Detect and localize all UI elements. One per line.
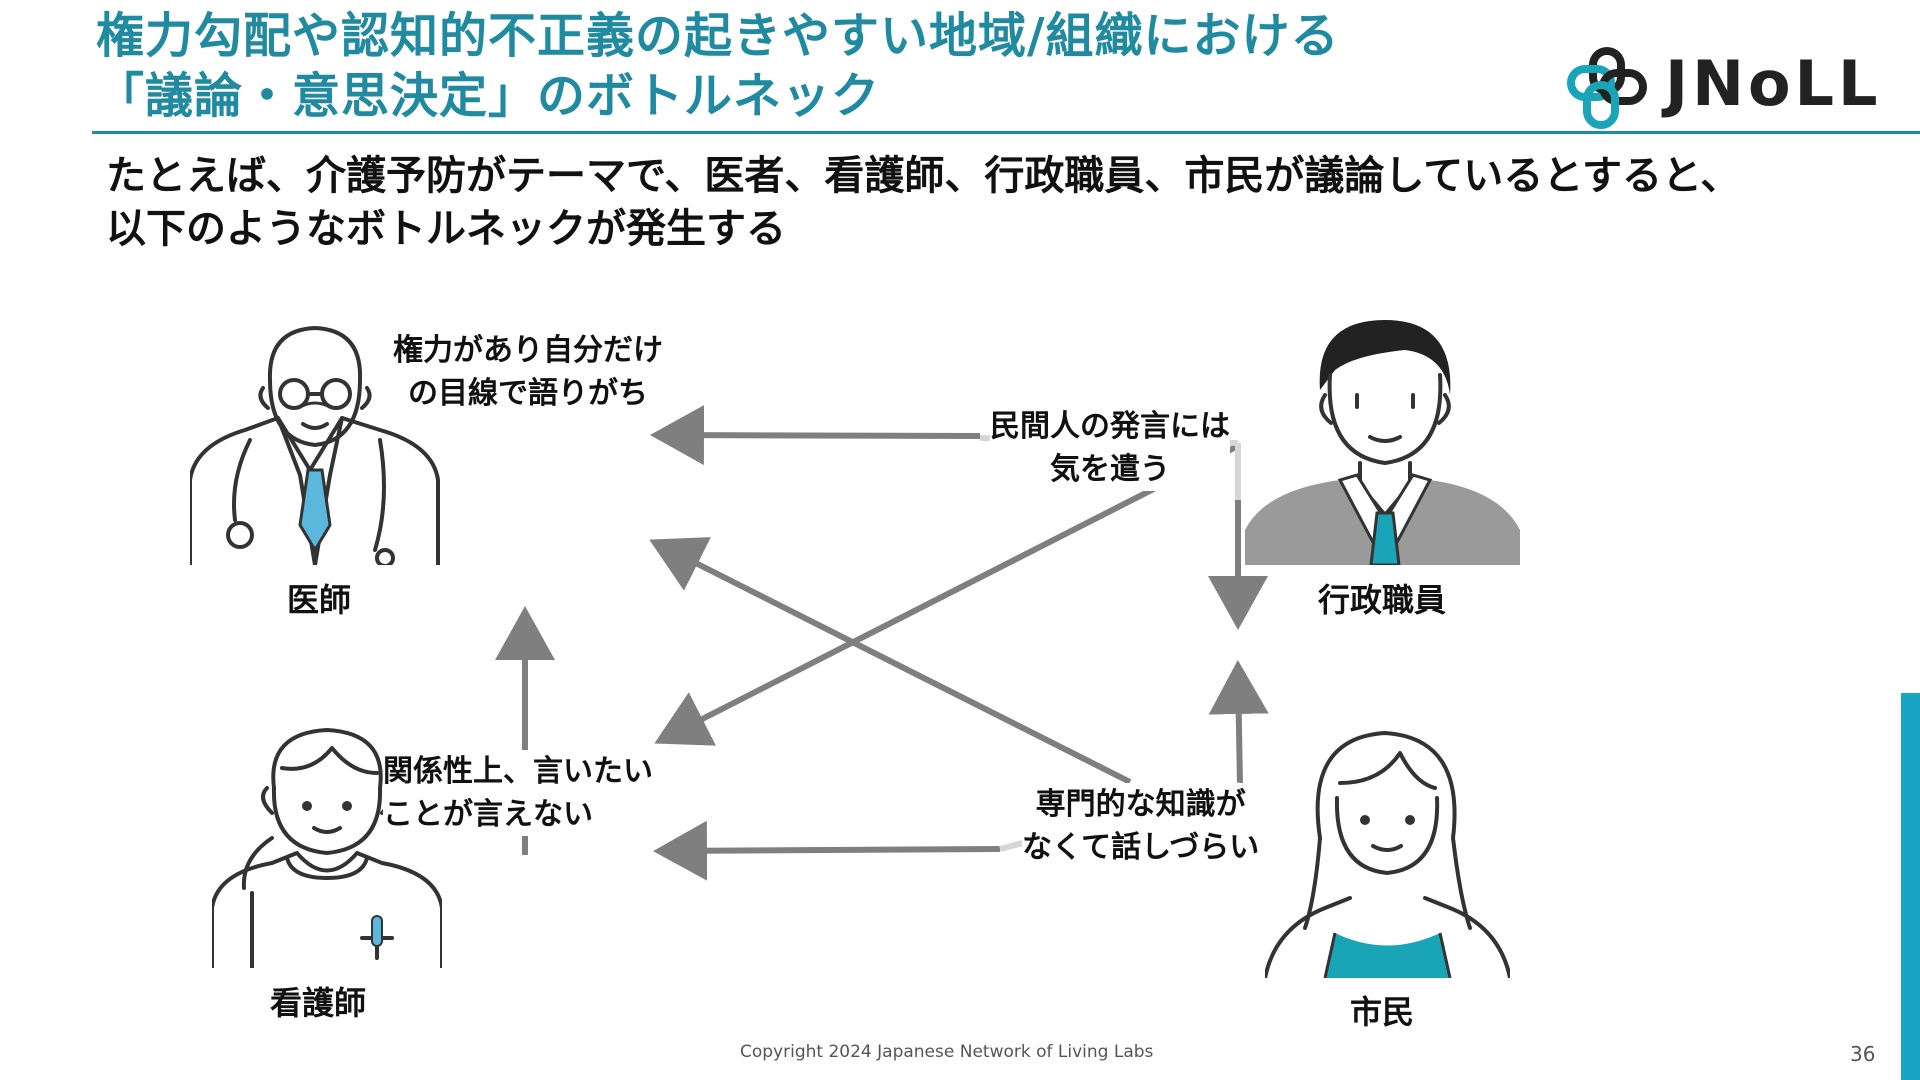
arrow-citizen-to-official [1208,660,1269,786]
slide-title-line2: 「議論・意思決定」のボトルネック [96,68,881,124]
official-note-line2: 気を遣う [1050,452,1170,487]
arrow-official-to-doctor [650,405,981,466]
citizen-note-line2: なくて話しづらい [1022,830,1260,865]
official-note-line1: 民間人の発言には [990,409,1230,444]
slide-title-line1: 権力勾配や認知的不正義の起きやすい地域/組織における [96,8,1340,64]
accent-side-bar [1901,693,1920,1080]
nurse-note: 関係性上、言いたい ことが言えない [383,750,653,836]
arrow-official-to-nurse [654,443,1240,746]
slide-subtitle-line2: 以下のようなボトルネックが発生する [106,206,786,252]
nurse-note-line2: ことが言えない [383,797,593,832]
arrow-citizen-to-doctor [649,537,1132,785]
official-illustration [1245,320,1520,565]
doctor-note-line1: 権力があり自分だけ [393,333,663,368]
doctor-note: 権力があり自分だけ の目線で語りがち [393,329,663,415]
doctor-illustration [190,326,440,565]
slide-title: 権力勾配や認知的不正義の起きやすい地域/組織における 「議論・意思決定」のボトル… [96,6,1340,126]
citizen-illustration [1265,731,1510,978]
official-label: 行政職員 [1317,581,1446,619]
doctor-note-line2: の目線で語りがち [408,376,648,411]
logo-text: JNoLL [1665,47,1882,120]
nurse-label: 看護師 [269,984,366,1022]
jnoll-logo: JNoLL [1565,45,1910,130]
arrow-citizen-to-nurse [653,820,1001,881]
nurse-illustration [212,728,442,968]
copyright-text: Copyright 2024 Japanese Network of Livin… [740,1042,1154,1062]
slide-subtitle-line1: たとえば、介護予防がテーマで、医者、看護師、行政職員、市民が議論しているとすると… [106,153,1741,199]
citizen-label: 市民 [1349,993,1414,1031]
official-note: 民間人の発言には 気を遣う [990,405,1230,491]
title-divider [92,131,1920,134]
page-number: 36 [1850,1042,1876,1066]
citizen-note-line1: 専門的な知識が [1035,787,1246,822]
logo-chain-icon [1567,47,1647,129]
slide-subtitle: たとえば、介護予防がテーマで、医者、看護師、行政職員、市民が議論しているとすると… [106,150,1740,256]
nurse-note-line1: 関係性上、言いたい [383,754,653,789]
citizen-note: 専門的な知識が なくて話しづらい [1022,783,1260,869]
doctor-label: 医師 [286,581,351,619]
